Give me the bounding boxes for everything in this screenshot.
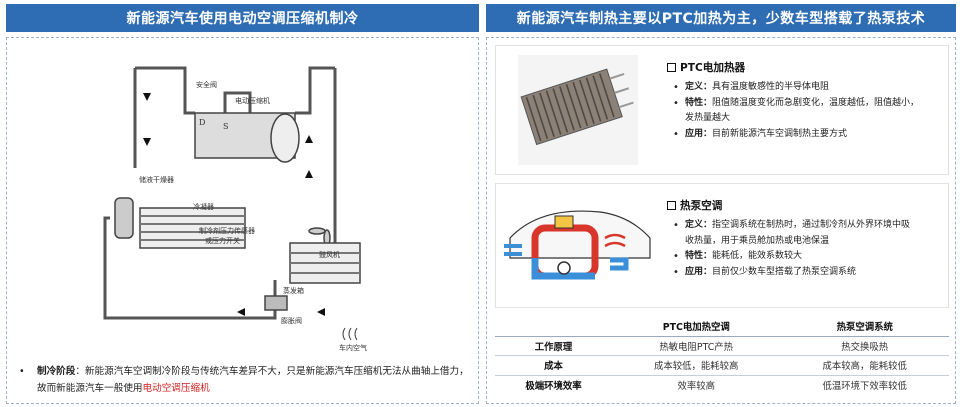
label-evaporator: 蒸发箱 (283, 287, 304, 295)
square-icon (667, 201, 676, 210)
cooling-stage-highlight: 电动空调压缩机 (142, 383, 210, 394)
heatpump-item-feature: 特性：能耗低，能效系数较大 (671, 249, 943, 265)
label-sensor: 制冷剂压力传感器 (199, 227, 255, 235)
label-expansion-valve: 膨胀阀 (281, 317, 302, 325)
ptc-heater-image (518, 55, 638, 165)
table-cell: 热交换吸热 (780, 336, 949, 356)
bullet-dot-icon: • (19, 366, 25, 377)
label-cabin-air: 车内空气 (339, 344, 367, 352)
ptc-heater-icon (518, 55, 638, 165)
heatpump-item-definition: 定义：指空调系统在制热时，通过制冷剂从外界环境中吸 (671, 218, 943, 234)
ptc-item-definition: 定义：具有温度敏感性的半导体电阻 (671, 80, 943, 96)
table-header-cell: PTC电加热空调 (612, 317, 781, 337)
drier-shape (114, 197, 134, 239)
table-row-header: 工作原理 (495, 336, 612, 356)
label-d: D (199, 118, 206, 127)
table-row: 极端环境效率 效率较高 低温环境下效率较低 (495, 375, 949, 395)
label-sensor-2: 或压力开关 (205, 237, 240, 245)
left-panel: 新能源汽车使用电动空调压缩机制冷 (6, 4, 479, 404)
table-cell: 低温环境下效率较低 (822, 381, 907, 392)
label-compressor: 电动压缩机 (235, 97, 270, 105)
left-panel-header: 新能源汽车使用电动空调压缩机制冷 (6, 4, 479, 32)
right-panel-header: 新能源汽车制热主要以PTC加热为主，少数车型搭载了热泵技术 (486, 4, 956, 32)
ptc-item-feature: 特性：阻值随温度变化而急剧变化，温度越低，阻值越小， (671, 96, 943, 112)
heatpump-title-text: 热泵空调 (680, 200, 723, 212)
label-drier: 储液干燥器 (139, 176, 174, 184)
condenser-shape (139, 207, 246, 249)
ptc-item-feature-cont: 发热量越大 (685, 113, 731, 123)
table-cell: 热敏电阻PTC产热 (612, 336, 781, 356)
table-header-row: PTC电加热空调 热泵空调系统 (495, 317, 949, 337)
heatpump-list: 定义：指空调系统在制热时，通过制冷剂从外界环境中吸 收热量，用于乘员舱加热或电池… (671, 218, 943, 280)
refrigeration-schematic (103, 66, 361, 341)
ac-refrigeration-diagram: 安全阀 电动压缩机 D S 储液干燥器 冷凝器 制冷剂压力传感器 或压力开关 鼓… (95, 58, 395, 358)
heatpump-diagram-icon (504, 210, 651, 280)
table-header-cell (495, 317, 612, 337)
table-row: 工作原理 热敏电阻PTC产热 热交换吸热 (495, 336, 949, 356)
label-blower: 鼓风机 (319, 251, 340, 259)
heatpump-item-application: 应用：目前仅少数车型搭载了热泵空调系统 (671, 265, 943, 281)
right-panel: 新能源汽车制热主要以PTC加热为主，少数车型搭载了热泵技术 (486, 4, 956, 404)
table-row-header: 成本 (495, 355, 612, 376)
square-icon (667, 63, 676, 72)
heatpump-title: 热泵空调 (667, 198, 722, 213)
right-panel-body: PTC电加热器 定义：具有温度敏感性的半导体电阻 特性：阻值随温度变化而急剧变化… (486, 37, 956, 404)
table-cell: 成本较低，能耗较高 (612, 355, 781, 376)
left-panel-body: 安全阀 电动压缩机 D S 储液干燥器 冷凝器 制冷剂压力传感器 或压力开关 鼓… (6, 37, 479, 404)
ptc-title: PTC电加热器 (667, 60, 745, 75)
label-condenser: 冷凝器 (193, 203, 214, 211)
ptc-card: PTC电加热器 定义：具有温度敏感性的半导体电阻 特性：阻值随温度变化而急剧变化… (495, 45, 949, 175)
cooling-stage-label: 制冷阶段 (37, 366, 76, 377)
heatpump-item-definition-cont: 收热量，用于乘员舱加热或电池保温 (685, 235, 830, 246)
table-row-header: 极端环境效率 (525, 381, 582, 392)
cooling-stage-text: ：新能源汽车空调制冷阶段与传统汽车差异不大，只是新能源汽车压缩机无法从曲轴上借力… (37, 366, 469, 394)
table-cell: 效率较高 (677, 381, 715, 392)
ptc-list: 定义：具有温度敏感性的半导体电阻 特性：阻值随温度变化而急剧变化，温度越低，阻值… (671, 80, 943, 142)
table-row: 成本 成本较低，能耗较高 成本较高，能耗较低 (495, 355, 949, 376)
ptc-title-text: PTC电加热器 (680, 62, 746, 74)
table-header-cell: 热泵空调系统 (780, 317, 949, 337)
heatpump-card: 热泵空调 定义：指空调系统在制热时，通过制冷剂从外界环境中吸 收热量，用于乘员舱… (495, 183, 949, 308)
table-cell: 成本较高，能耗较低 (780, 355, 949, 376)
label-safety-valve: 安全阀 (196, 81, 217, 89)
ptc-item-application: 应用：目前新能源汽车空调制热主要方式 (671, 127, 943, 143)
label-s: S (223, 122, 229, 131)
cooling-stage-bullet: • 制冷阶段：新能源汽车空调制冷阶段与传统汽车差异不大，只是新能源汽车压缩机无法… (19, 363, 471, 397)
comparison-table: PTC电加热空调 热泵空调系统 工作原理 热敏电阻PTC产热 热交换吸热 成本 … (495, 317, 949, 395)
expansion-valve-shape (264, 295, 288, 311)
heatpump-image (500, 198, 656, 294)
